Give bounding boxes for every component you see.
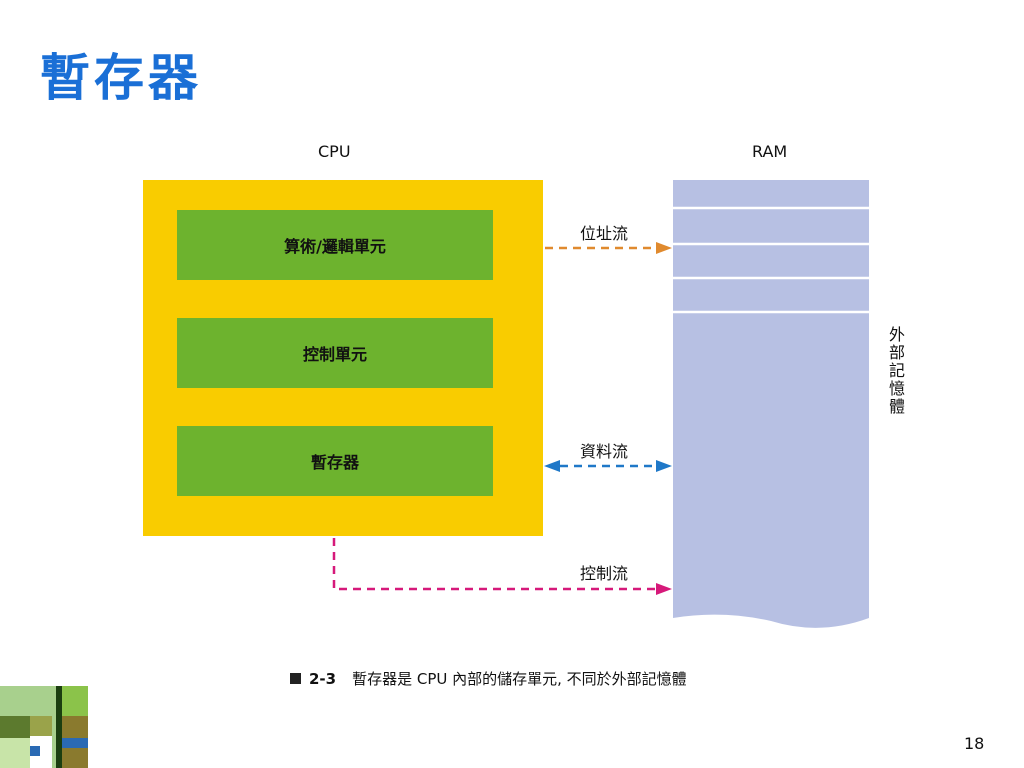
- address-flow-arrow: [545, 242, 672, 254]
- figure-icon: [290, 673, 301, 684]
- ram-block: [673, 180, 869, 628]
- control-flow-arrow: [332, 538, 672, 595]
- control-unit: 控制單元: [177, 318, 493, 388]
- figure-caption: 2-3 暫存器是 CPU 內部的儲存單元, 不同於外部記憶體: [290, 668, 687, 689]
- register-unit: 暫存器: [177, 426, 493, 496]
- external-memory-label: 外部記憶體: [888, 325, 905, 416]
- cpu-label: CPU: [318, 142, 351, 161]
- figure-number: 2-3: [309, 669, 337, 688]
- alu-unit: 算術/邏輯單元: [177, 210, 493, 280]
- data-flow-arrow: [544, 460, 672, 472]
- caption-text: 暫存器是 CPU 內部的儲存單元, 不同於外部記憶體: [352, 670, 687, 688]
- address-flow-label: 位址流: [580, 224, 629, 243]
- ram-label: RAM: [752, 142, 788, 161]
- page-number: 18: [964, 734, 985, 753]
- data-flow-label: 資料流: [580, 442, 629, 461]
- page-title: 暫存器: [40, 48, 202, 107]
- control-flow-label: 控制流: [580, 564, 629, 583]
- cpu-box: 算術/邏輯單元 控制單元 暫存器: [143, 180, 543, 536]
